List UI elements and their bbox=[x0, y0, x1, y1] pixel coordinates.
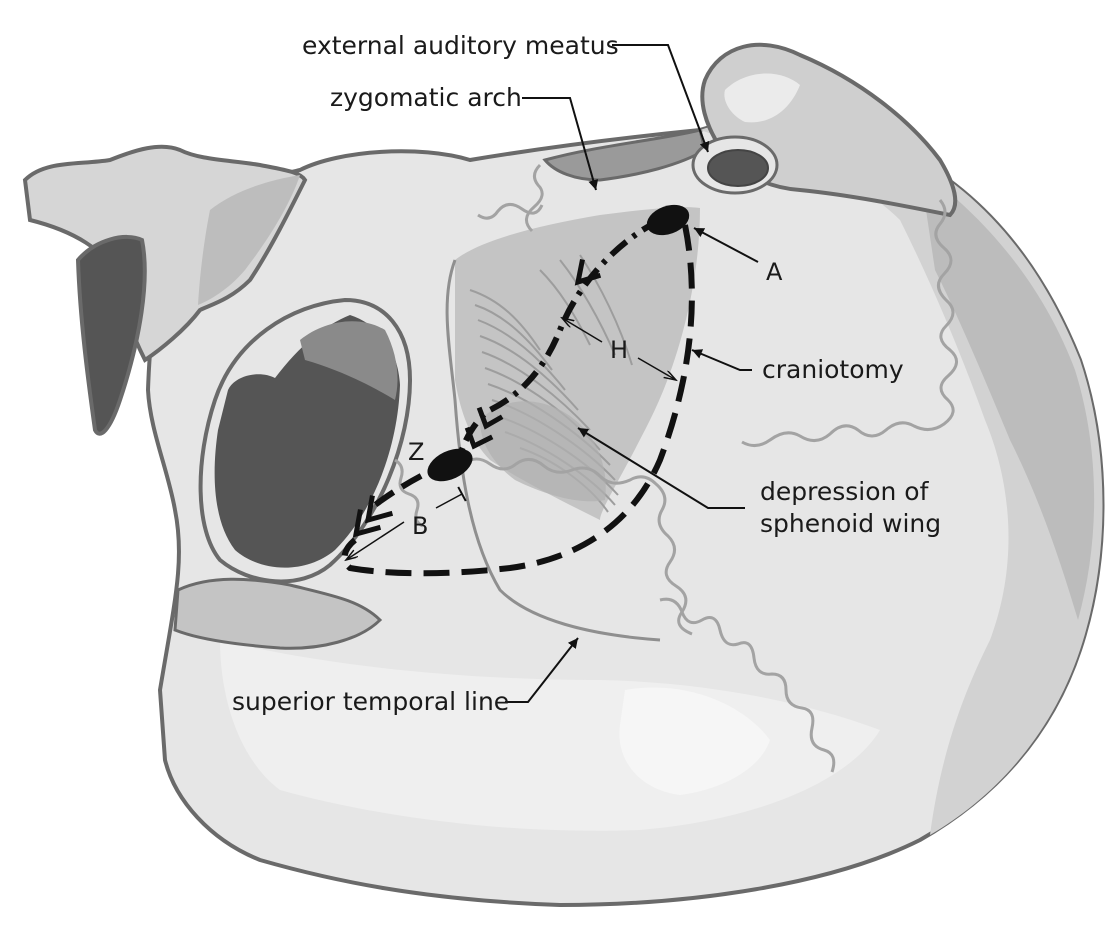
orbit-cavity bbox=[214, 315, 400, 568]
lambdoid-suture bbox=[741, 199, 958, 447]
coronal-suture bbox=[477, 163, 544, 233]
nasal-cavity bbox=[75, 234, 147, 436]
leader-external-auditory-meatus bbox=[612, 44, 710, 153]
lower-bright-patch bbox=[619, 687, 770, 795]
marker-a: A bbox=[766, 258, 783, 286]
orbit-inner-shade bbox=[300, 321, 398, 400]
dimension-b-right bbox=[435, 486, 467, 509]
leader-a bbox=[693, 227, 759, 263]
bur-hole-a bbox=[646, 204, 690, 236]
mastoid-highlight bbox=[724, 73, 800, 123]
superior-temporal-line bbox=[445, 259, 661, 642]
zygomatic-arch-band bbox=[542, 128, 707, 182]
marker-z: Z bbox=[408, 438, 424, 466]
marker-b: B bbox=[412, 512, 428, 540]
squamosal-suture bbox=[439, 457, 693, 636]
auditory-meatus-hole bbox=[707, 149, 769, 187]
label-external-auditory-meatus: external auditory meatus bbox=[302, 31, 619, 60]
sphenoid-wing-shade bbox=[480, 401, 606, 502]
occipital-band bbox=[920, 170, 1095, 620]
zygomatic-body bbox=[173, 577, 383, 650]
label-depression-line2: sphenoid wing bbox=[760, 509, 941, 538]
label-depression-line1: depression of bbox=[760, 477, 930, 506]
leader-zygomatic-arch bbox=[522, 97, 599, 191]
label-superior-temporal-line: superior temporal line bbox=[232, 687, 509, 716]
dimension-h-lower bbox=[637, 357, 676, 380]
craniotomy-outline bbox=[341, 224, 695, 577]
parietomastoid-suture bbox=[659, 597, 836, 773]
marker-h: H bbox=[610, 336, 628, 364]
dimension-b-left bbox=[346, 521, 405, 560]
frontal-bone-shade bbox=[198, 175, 300, 305]
bur-hole-z bbox=[427, 448, 473, 482]
frontozygomatic-suture bbox=[394, 458, 424, 528]
label-zygomatic-arch: zygomatic arch bbox=[330, 83, 522, 112]
leader-superior-temporal-line bbox=[505, 637, 579, 703]
leader-depression bbox=[577, 427, 745, 509]
dimension-h-upper bbox=[562, 318, 603, 343]
label-craniotomy: craniotomy bbox=[762, 355, 904, 384]
bur-hole-path bbox=[457, 217, 662, 456]
leader-craniotomy bbox=[691, 349, 752, 371]
path-direction-arrows bbox=[352, 259, 602, 538]
